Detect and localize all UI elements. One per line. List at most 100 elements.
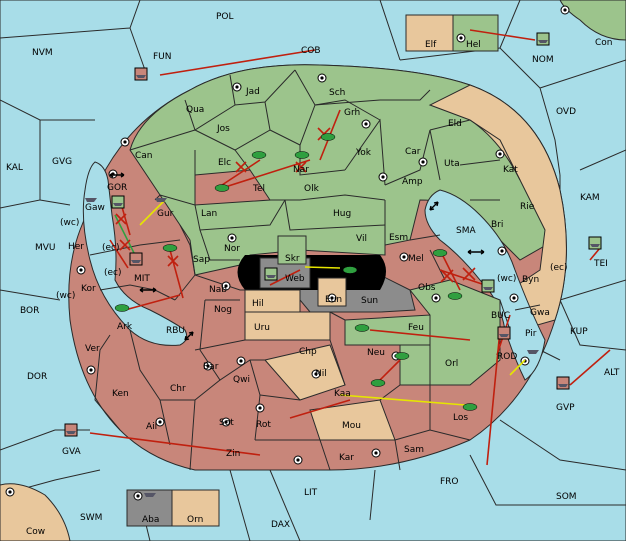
double-arrow-icon: [467, 249, 485, 255]
units: [64, 32, 602, 497]
province-label: Nor: [224, 244, 240, 254]
province-label: Car: [405, 147, 421, 157]
fleet-unit-icon[interactable]: [144, 493, 156, 497]
army-unit-icon[interactable]: [114, 304, 130, 312]
province-label: Kar: [339, 453, 354, 463]
province-label: Nil: [315, 369, 327, 379]
supply-center-icon: [509, 293, 519, 303]
province-label: Esm: [389, 233, 408, 243]
move-arrow: [439, 249, 461, 291]
province-orl-upper[interactable]: [399, 344, 431, 386]
province-orl[interactable]: [409, 279, 501, 386]
sea-label: LIT: [304, 488, 318, 498]
fleet-unit-icon[interactable]: [155, 198, 167, 202]
province-label: Hug: [333, 209, 351, 219]
supply-center-icon: [431, 293, 441, 303]
army-unit-icon[interactable]: [294, 151, 310, 159]
province-orn[interactable]: [171, 489, 220, 527]
sea-label: GOR: [107, 183, 127, 193]
province-label: Aba: [142, 515, 159, 525]
support-arrow: [304, 266, 341, 269]
province-label: Kor: [81, 284, 96, 294]
army-unit-icon[interactable]: [342, 266, 358, 274]
army-unit-icon[interactable]: [354, 324, 370, 332]
supply-center-icon: [497, 246, 507, 256]
army-unit-icon[interactable]: [214, 184, 230, 192]
sea-label: SWM: [80, 513, 102, 523]
army-unit-icon[interactable]: [251, 151, 267, 159]
supply-center-icon: [133, 491, 143, 501]
fleet-unit-icon[interactable]: [85, 198, 97, 202]
supply-center-icon: [371, 448, 381, 458]
province-elf[interactable]: [405, 14, 454, 52]
double-arrow-icon: [139, 287, 157, 293]
army-unit-icon[interactable]: [370, 379, 386, 387]
sea-label: Con: [595, 38, 613, 48]
double-arrow-icon: [429, 201, 439, 211]
fleet-unit-icon[interactable]: [134, 67, 148, 81]
move-arrow: [89, 432, 261, 456]
province-label: Rot: [256, 420, 271, 430]
sea-label: NVM: [32, 48, 53, 58]
province-label: Chp: [299, 347, 317, 357]
fleet-unit-icon[interactable]: [481, 279, 495, 293]
province-label: Elc: [218, 158, 231, 168]
army-unit-icon[interactable]: [432, 249, 448, 257]
province-label: Orl: [445, 359, 458, 369]
province-label: Zin: [226, 449, 240, 459]
sea-label: KAL: [6, 163, 23, 173]
double-arrow-icon: [184, 331, 194, 341]
province-label: Qua: [186, 105, 204, 115]
province-label: Ost: [316, 257, 332, 267]
sea-label: BUC: [491, 311, 510, 321]
army-unit-icon[interactable]: [320, 133, 336, 141]
army-unit-icon[interactable]: [447, 292, 463, 300]
fleet-unit-icon[interactable]: [111, 195, 125, 209]
province-label: Kat: [503, 165, 518, 175]
fleet-unit-icon[interactable]: [536, 32, 550, 46]
province-label: Skr: [285, 254, 300, 264]
sea-label: DAX: [271, 520, 290, 530]
x-mark-icon: [295, 161, 307, 173]
fleet-unit-icon[interactable]: [556, 376, 570, 390]
fleet-unit-icon[interactable]: [497, 326, 511, 340]
sea-labels: POL NVM FUN COB NOM Con OVD KAL GVG MVU …: [6, 12, 620, 537]
fleet-unit-icon[interactable]: [264, 267, 278, 281]
province-label: Nab: [209, 285, 227, 295]
army-unit-icon[interactable]: [162, 244, 178, 252]
sea-label: SOM: [556, 492, 577, 502]
sea-label: KUP: [570, 327, 588, 337]
province-label: Olk: [304, 184, 320, 194]
sea-label: MIT: [134, 274, 150, 284]
supply-center-icon: [203, 361, 213, 371]
supply-center-icon: [227, 233, 237, 243]
province-label: Kaa: [334, 389, 351, 399]
province-label: Grh: [344, 108, 360, 118]
x-mark-icon: [235, 161, 247, 173]
fleet-unit-icon[interactable]: [129, 252, 143, 266]
supply-center-icon: [327, 293, 337, 303]
fleet-unit-icon[interactable]: [588, 236, 602, 250]
supply-center-icon: [311, 369, 321, 379]
move-arrow: [269, 269, 301, 286]
supply-center-icon: [221, 417, 231, 427]
army-unit-icon[interactable]: [462, 403, 478, 411]
fleet-unit-icon[interactable]: [64, 423, 78, 437]
move-arrow: [379, 359, 401, 381]
move-arrow: [169, 249, 184, 299]
move-arrow: [159, 49, 316, 76]
supply-center-icon: [560, 5, 570, 15]
province-label: Sap: [193, 255, 210, 265]
move-arrow: [289, 399, 351, 419]
supply-center-icon: [495, 149, 505, 159]
army-unit-icon[interactable]: [394, 352, 410, 360]
province-label: Neu: [367, 348, 385, 358]
supply-center-icon: [255, 403, 265, 413]
province-label: (ec): [102, 243, 120, 253]
sea-label: KAM: [580, 193, 600, 203]
province-skr[interactable]: [277, 235, 307, 265]
sea-label: RBU: [166, 326, 185, 336]
fleet-unit-icon[interactable]: [527, 350, 539, 354]
province-label: Ail: [146, 422, 157, 432]
